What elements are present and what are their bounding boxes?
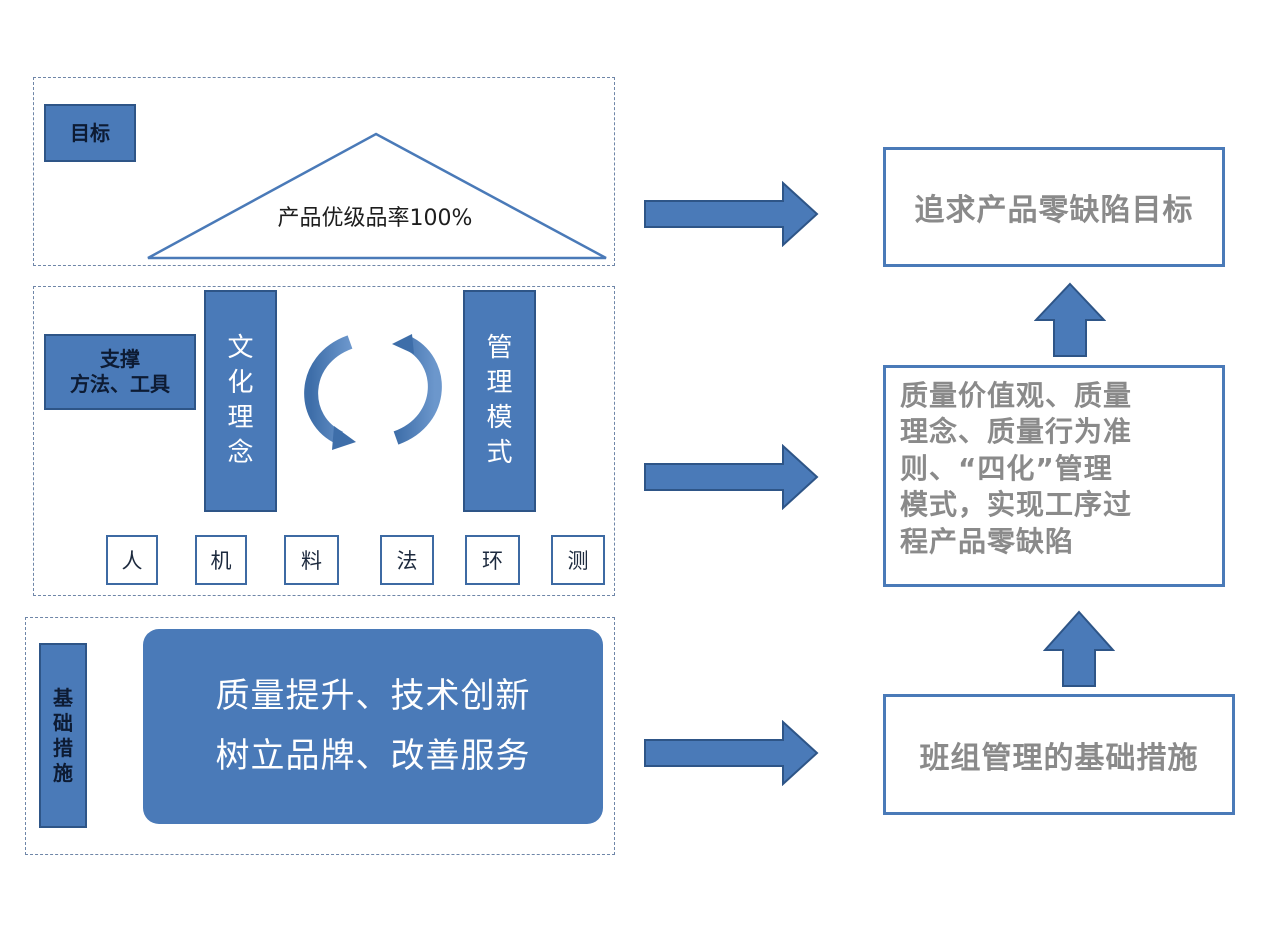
result-middle-line: 质量价值观、质量 (900, 379, 1133, 412)
result-top-box: 追求产品零缺陷目标 (883, 147, 1225, 267)
arrow-right-icon (644, 444, 819, 510)
goal-roof-text: 产品优级品率100% (277, 206, 473, 231)
management-pillar-char: 理 (486, 367, 513, 398)
culture-pillar: 文 化 理 念 (204, 290, 277, 512)
result-middle-line: 理念、质量行为准 (900, 415, 1133, 449)
basic-main-block: 质量提升、技术创新 树立品牌、改善服务 (143, 629, 603, 824)
basic-label-char: 础 (53, 710, 73, 735)
basic-main-line1: 质量提升、技术创新 (215, 676, 531, 716)
goal-label: 目标 (44, 104, 136, 162)
culture-pillar-char: 文 (227, 332, 254, 363)
management-pillar-char: 管 (486, 332, 513, 363)
arrow-right-icon (644, 181, 819, 247)
support-section (33, 286, 615, 596)
cycle-arrows-icon (304, 334, 442, 450)
basic-label-char: 施 (53, 760, 73, 785)
arrow-up-icon (1034, 282, 1106, 357)
management-pillar-char: 式 (486, 438, 513, 469)
arrow-right-icon (644, 720, 819, 786)
basic-label-char: 措 (53, 735, 73, 760)
goal-roof-triangle (147, 132, 607, 260)
result-bottom-box: 班组管理的基础措施 (883, 694, 1235, 815)
basic-section (25, 617, 615, 855)
goal-section (33, 77, 615, 266)
basic-label-char: 基 (53, 685, 73, 710)
basic-main-line2: 树立品牌、改善服务 (215, 735, 531, 776)
management-pillar-char: 模 (486, 403, 513, 433)
arrow-up-icon (1043, 610, 1115, 687)
culture-pillar-char: 念 (227, 438, 254, 469)
element-box: 环 (465, 535, 520, 585)
result-middle-line: 则、“四化”管理 (900, 451, 1113, 485)
element-box: 人 (106, 535, 158, 585)
culture-pillar-char: 化 (227, 367, 254, 398)
basic-label: 基 础 措 施 (39, 643, 87, 828)
result-middle-line: 模式，实现工序过 (900, 488, 1133, 522)
culture-pillar-char: 理 (227, 403, 254, 433)
result-middle-line: 程产品零缺陷 (900, 524, 1075, 558)
element-box: 机 (195, 535, 247, 585)
element-box: 料 (284, 535, 339, 585)
support-label-line1: 支撑 (100, 347, 140, 371)
element-box: 测 (551, 535, 605, 585)
element-box: 法 (380, 535, 434, 585)
support-label: 支撑 方法、工具 (44, 334, 196, 410)
management-pillar: 管 理 模 式 (463, 290, 536, 512)
support-label-line2: 方法、工具 (70, 372, 170, 396)
result-middle-box: 质量价值观、质量 理念、质量行为准 则、“四化”管理 模式，实现工序过 程产品零… (883, 365, 1225, 587)
